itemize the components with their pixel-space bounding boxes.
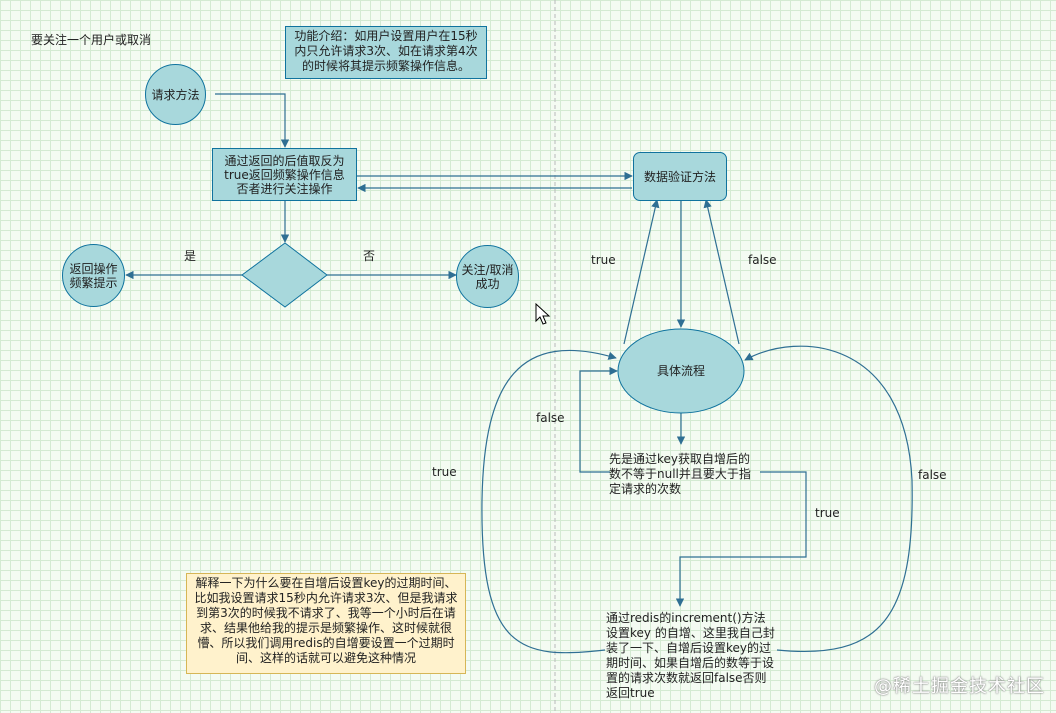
follow-success-label: 关注/取消成功 — [461, 262, 514, 291]
follow-success-node[interactable]: 关注/取消成功 — [456, 245, 519, 308]
request-method-label: 请求方法 — [151, 87, 200, 102]
watermark: @稀土掘金技术社区 — [874, 676, 1045, 697]
label-true-inner: true — [815, 506, 840, 520]
edge-detail-to-validate-false — [703, 199, 740, 345]
redis-increment-text: 通过redis的increment()方法设置key 的自增、这里我自己封装了一… — [606, 611, 775, 700]
return-frequent-node[interactable]: 返回操作频繁提示 — [62, 244, 125, 307]
edge-redis-true-loop — [481, 349, 617, 654]
label-true-outer: true — [432, 465, 457, 479]
detail-flow-label[interactable]: 具体流程 — [656, 364, 705, 378]
label-false-inner: false — [536, 411, 565, 425]
page-title: 要关注一个用户或取消 — [31, 33, 152, 47]
explanation-note: 解释一下为什么要在自增后设置key的过期时间、比如我设置请求15秒内允许请求3次… — [186, 573, 466, 674]
edge-getcount-true — [675, 471, 807, 607]
label-false-right: false — [748, 253, 777, 267]
controller-node[interactable]: 通过返回的后值取反为true返回频繁操作信息否者进行关注操作 — [212, 148, 357, 201]
request-method-node[interactable]: 请求方法 — [145, 64, 206, 125]
get-count-text: 先是通过key获取自增后的数不等于null并且要大于指定请求的次数 — [609, 452, 751, 496]
validate-node[interactable]: 数据验证方法 — [633, 152, 727, 201]
label-true-left: true — [591, 253, 616, 267]
label-yes: 是 — [184, 249, 197, 263]
decision-diamond — [241, 242, 328, 308]
return-frequent-label: 返回操作频繁提示 — [69, 261, 118, 290]
label-no: 否 — [363, 249, 376, 263]
edge-getcount-false — [579, 366, 618, 473]
edge-request-to-controller — [215, 93, 290, 148]
intro-note: 功能介绍：如用户设置用户在15秒内只允许请求3次、如在请求第4次的时候将其提示频… — [285, 26, 487, 79]
detail-flow-ellipse — [617, 328, 745, 414]
mouse-pointer-icon — [535, 303, 551, 325]
label-false-outer: false — [918, 468, 947, 482]
validate-label: 数据验证方法 — [643, 169, 716, 184]
edge-redis-false-loop — [744, 345, 913, 653]
controller-label: 通过返回的后值取反为true返回频繁操作信息否者进行关注操作 — [224, 153, 345, 196]
edge-detail-to-validate-true — [623, 199, 660, 345]
